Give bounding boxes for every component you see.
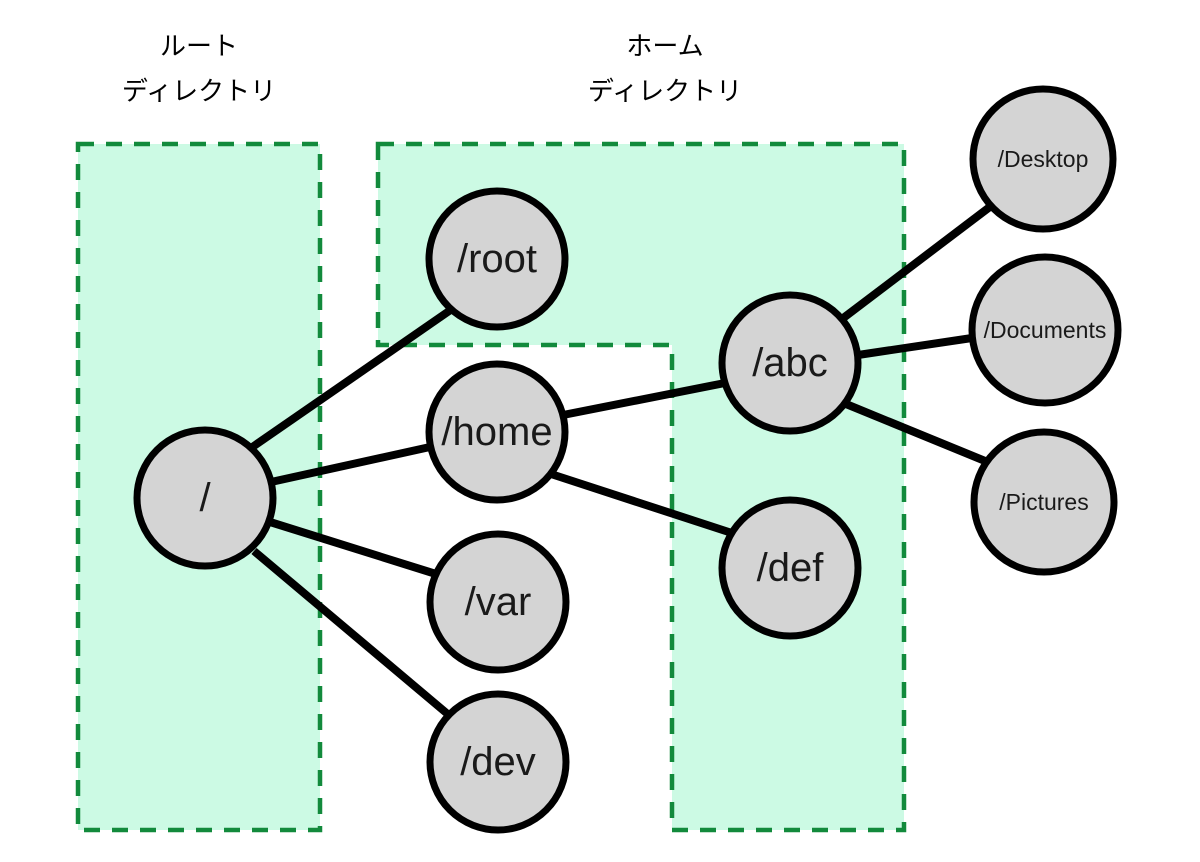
node-label-desktop: /Desktop xyxy=(998,146,1089,172)
node-documents[interactable]: /Documents xyxy=(968,253,1122,407)
node-circle-abc[interactable] xyxy=(718,291,862,435)
node-circle-desktop[interactable] xyxy=(969,85,1117,233)
node-pictures[interactable]: /Pictures xyxy=(970,428,1118,576)
node-root-home[interactable]: /root xyxy=(425,187,569,331)
edge-root-to-dev xyxy=(251,547,453,720)
node-abc[interactable]: /abc xyxy=(718,291,862,435)
root-directory-region-caption-line1: ルート xyxy=(160,32,238,62)
node-label-root: / xyxy=(199,476,211,520)
node-circle-root-home[interactable] xyxy=(425,187,569,331)
home-directory-region-caption-line2: ディレクトリ xyxy=(588,77,742,107)
node-label-pictures: /Pictures xyxy=(999,489,1088,515)
node-label-var: /var xyxy=(465,580,532,624)
node-circle-home[interactable] xyxy=(425,360,569,504)
edge-abc-to-documents xyxy=(857,334,973,359)
edge-root-to-home xyxy=(270,443,431,486)
node-circle-documents[interactable] xyxy=(968,253,1122,407)
node-circle-dev[interactable] xyxy=(426,690,570,834)
node-label-documents: /Documents xyxy=(984,317,1107,343)
node-circle-def[interactable] xyxy=(718,496,862,640)
edge-abc-to-desktop xyxy=(835,199,998,326)
node-circle-pictures[interactable] xyxy=(970,428,1118,576)
node-label-abc: /abc xyxy=(752,341,828,385)
node-label-home: /home xyxy=(441,410,552,454)
node-root[interactable]: / xyxy=(133,426,277,570)
edge-root-to-root xyxy=(248,305,455,452)
node-circle-var[interactable] xyxy=(426,530,570,674)
nodes-layer: / /root/home/var/dev/abc/def/Desktop/Docu… xyxy=(133,85,1122,834)
root-directory-region-caption-line2: ディレクトリ xyxy=(122,77,276,107)
home-directory-region-caption-line1: ホーム xyxy=(626,32,703,62)
node-home[interactable]: /home xyxy=(425,360,569,504)
edge-home-to-abc xyxy=(562,379,726,419)
node-desktop[interactable]: /Desktop xyxy=(969,85,1117,233)
node-dev[interactable]: /dev xyxy=(426,690,570,834)
edge-root-to-var xyxy=(268,518,438,578)
node-label-root-home: /root xyxy=(457,237,537,281)
edge-home-to-def xyxy=(549,470,743,540)
node-circle-root[interactable] xyxy=(133,426,277,570)
edges-layer xyxy=(248,199,998,720)
node-var[interactable]: /var xyxy=(426,530,570,674)
node-label-def: /def xyxy=(757,546,825,590)
node-def[interactable]: /def xyxy=(718,496,862,640)
edge-abc-to-pictures xyxy=(844,400,992,467)
node-label-dev: /dev xyxy=(460,740,536,784)
